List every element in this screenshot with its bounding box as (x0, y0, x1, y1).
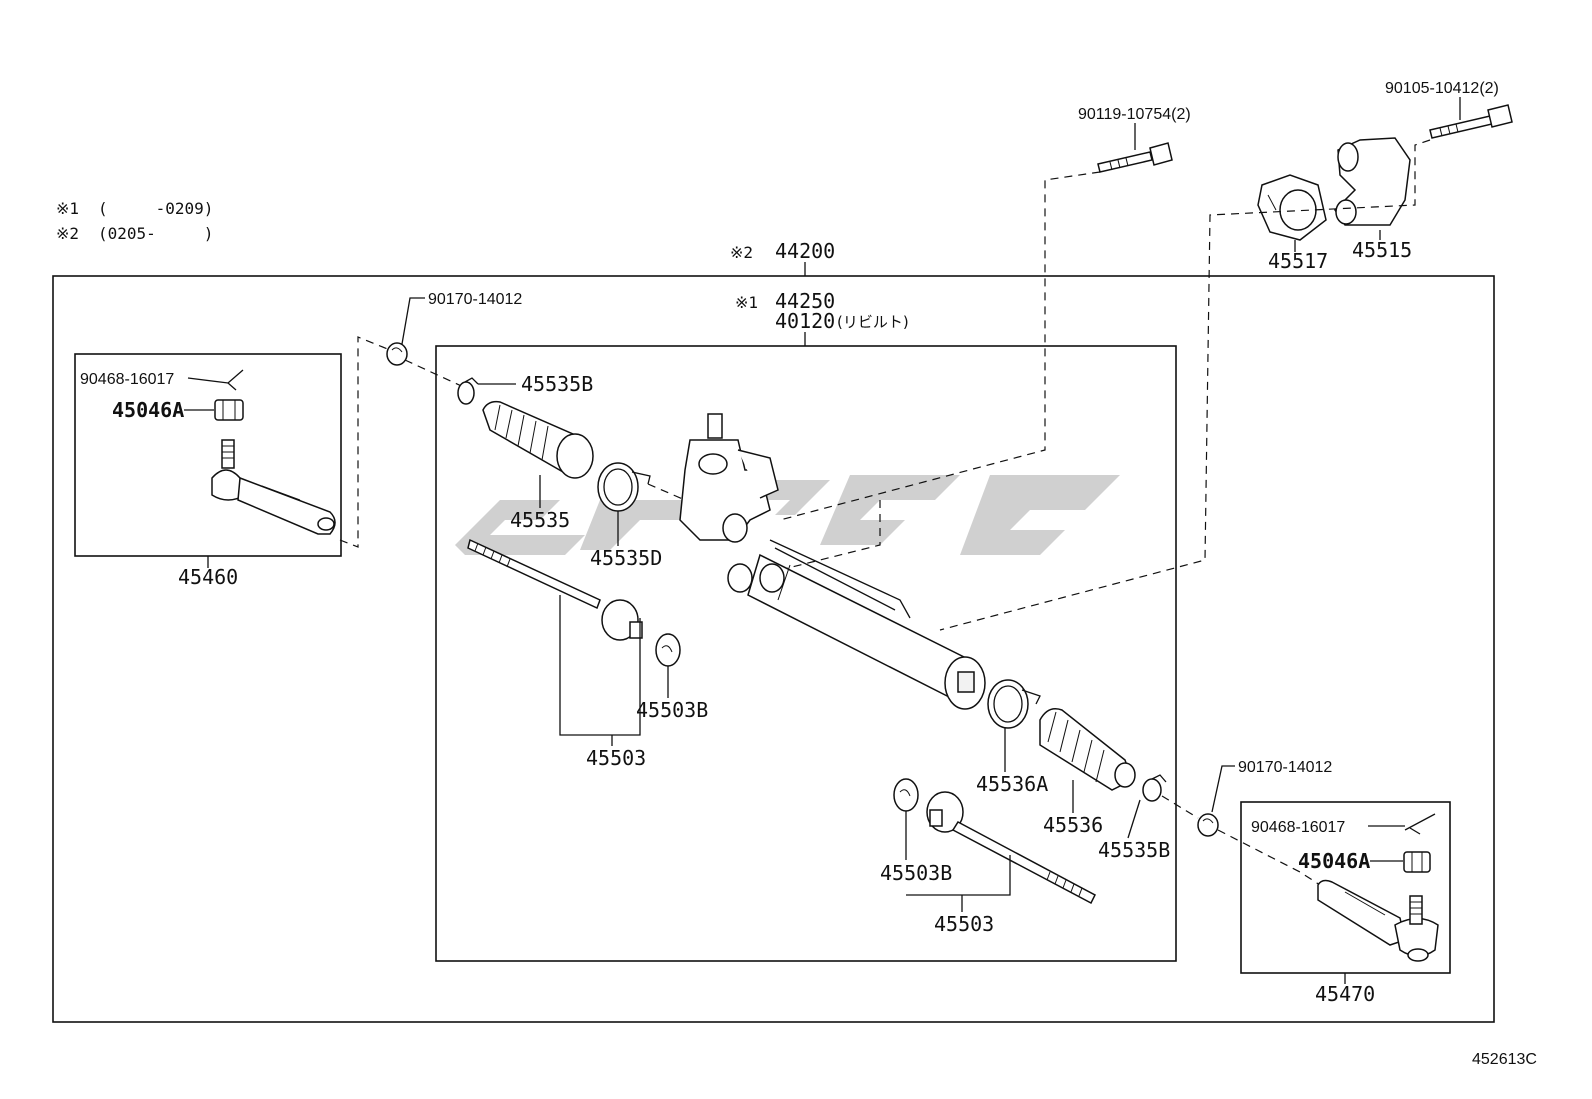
assembly-mark2: ※2 (730, 243, 753, 262)
outer-assembly-frame (52, 275, 1495, 1023)
assembly-code-40120: 40120 (775, 309, 835, 333)
label-rod-right: 45503 (934, 912, 994, 936)
inner-tie-rod-right-icon (926, 791, 1096, 905)
label-boot-right: 45536 (1043, 813, 1103, 837)
nut-right-icon (1197, 813, 1219, 837)
note1-mark: ※1 (56, 199, 79, 218)
note1-range: ( -0209) (98, 199, 213, 218)
label-clip-left: 45535B (521, 372, 593, 396)
label-clamp-left: 45535D (590, 546, 662, 570)
label-castle-nut-right: 45046A (1298, 849, 1370, 873)
bolt-90119-icon (1097, 142, 1173, 173)
note2-mark: ※2 (56, 224, 79, 243)
label-pin-right: 90468-16017 (1251, 819, 1345, 836)
label-washer-left: 45503B (636, 698, 708, 722)
clamp-right-icon (987, 679, 1041, 729)
diagram-code: 452613C (1472, 1051, 1537, 1068)
bolt-90105-icon (1429, 104, 1513, 139)
tie-rod-end-right-icon (1317, 879, 1439, 962)
castle-nut-left-icon (214, 399, 244, 421)
label-bolt-90105: 90105-10412(2) (1385, 80, 1499, 97)
rack-housing-icon (679, 413, 986, 710)
rebuilt-suffix: (リビルト) (837, 313, 909, 331)
label-washer-right: 45503B (880, 861, 952, 885)
boot-left-icon (482, 400, 594, 479)
assembly-code-44200: 44200 (775, 239, 835, 263)
label-nut-right: 90170-14012 (1238, 759, 1332, 776)
label-bracket-45515: 45515 (1352, 238, 1412, 262)
cotter-pin-left-icon (187, 369, 244, 391)
bracket-45517-icon (1257, 174, 1327, 241)
label-tie-end-left: 45460 (178, 565, 238, 589)
rack-assembly-frame (435, 345, 1177, 962)
washer-left-icon (655, 633, 681, 667)
label-clamp-right: 45536A (976, 772, 1048, 796)
clip-right-icon (1142, 774, 1167, 802)
inner-tie-rod-left-icon (467, 538, 643, 641)
castle-nut-right-icon (1403, 851, 1431, 873)
note2-range: (0205- ) (98, 224, 213, 243)
label-clip-right: 45535B (1098, 838, 1170, 862)
label-rod-left: 45503 (586, 746, 646, 770)
label-tie-end-right: 45470 (1315, 982, 1375, 1006)
label-bracket-45517: 45517 (1268, 249, 1328, 273)
label-castle-nut-left: 45046A (112, 398, 184, 422)
assembly-mark1: ※1 (735, 293, 758, 312)
clip-left-icon (457, 377, 479, 405)
boot-right-icon (1039, 708, 1136, 791)
bracket-45515-icon (1334, 137, 1411, 226)
label-nut-left: 90170-14012 (428, 291, 522, 308)
tie-rod-end-left-icon (211, 439, 336, 535)
washer-right-icon (893, 778, 919, 812)
nut-left-icon (386, 342, 408, 366)
assembly-code-44250: 44250 (775, 289, 835, 313)
label-bolt-90119: 90119-10754(2) (1078, 106, 1191, 123)
clamp-left-icon (597, 462, 651, 512)
label-boot-left: 45535 (510, 508, 570, 532)
label-pin-left: 90468-16017 (80, 371, 174, 388)
cotter-pin-right-icon (1404, 813, 1436, 835)
